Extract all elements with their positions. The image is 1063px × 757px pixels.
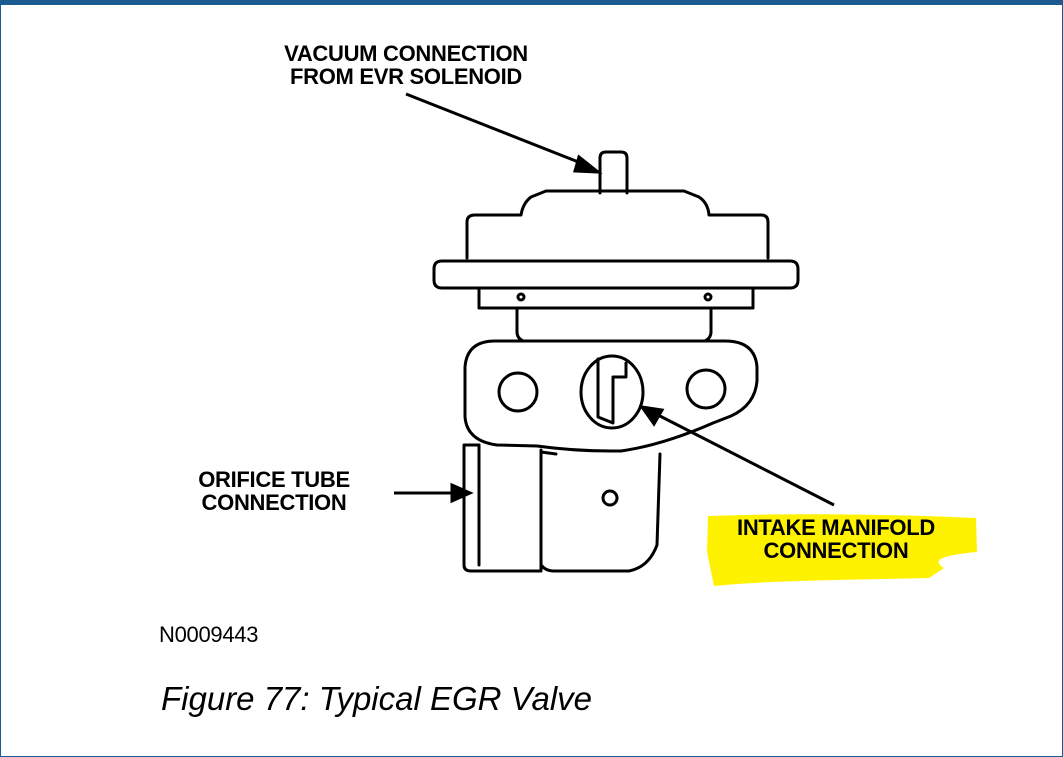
flange-skirt xyxy=(477,286,755,310)
diaphragm-dome xyxy=(465,189,770,260)
mounting-plate xyxy=(463,339,759,453)
left-bolt-hole xyxy=(497,371,539,413)
valve-neck xyxy=(515,306,713,343)
egr-valve-diagram xyxy=(394,92,835,573)
orifice-label-line-1: ORIFICE TUBE xyxy=(198,467,350,492)
orifice-arrowhead xyxy=(450,482,474,504)
figure-caption: Figure 77: Typical EGR Valve xyxy=(161,680,592,717)
orifice-label-line-2: CONNECTION xyxy=(201,490,347,515)
port-pintle xyxy=(596,357,628,425)
lower-body-right xyxy=(539,450,662,573)
intake-port xyxy=(579,354,645,430)
vacuum-label-line-1: VACUUM CONNECTION xyxy=(284,41,528,66)
vacuum-arrowhead xyxy=(573,154,603,174)
intake-leader xyxy=(655,412,835,507)
orifice-tube-label: ORIFICE TUBE CONNECTION xyxy=(163,468,385,514)
lower-body-inner xyxy=(477,443,558,567)
intake-manifold-label: INTAKE MANIFOLD CONNECTION xyxy=(691,516,981,562)
vacuum-port xyxy=(598,150,629,195)
vacuum-connection-label: VACUUM CONNECTION FROM EVR SOLENOID xyxy=(231,42,581,88)
intake-arrowhead xyxy=(638,404,665,427)
right-bolt-hole xyxy=(685,368,727,410)
small-hole xyxy=(601,489,619,507)
vacuum-label-line-2: FROM EVR SOLENOID xyxy=(289,64,523,89)
highlighter-mark xyxy=(707,514,977,586)
intake-label-line-1: INTAKE MANIFOLD xyxy=(737,515,935,540)
intake-label-line-2: CONNECTION xyxy=(763,538,909,563)
vacuum-leader xyxy=(405,92,587,167)
lower-body-left xyxy=(462,443,543,573)
figure-code: N0009443 xyxy=(159,622,259,647)
diaphragm-flange xyxy=(432,259,800,290)
